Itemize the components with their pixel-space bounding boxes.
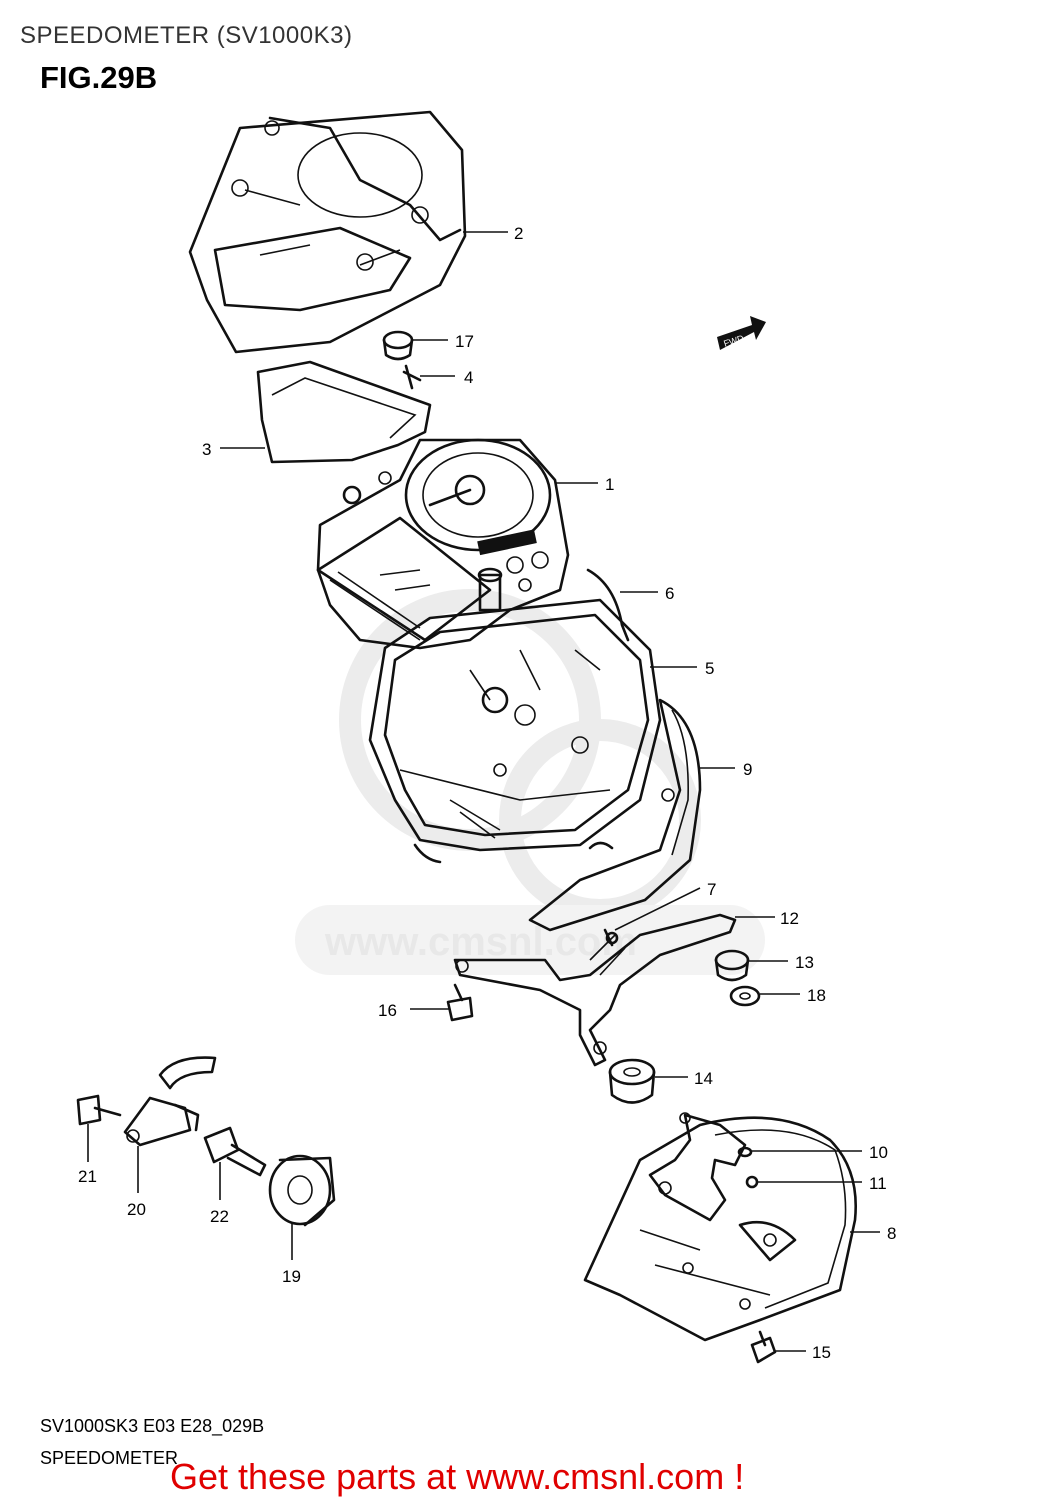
- watermark: www.cmsnl.com: [295, 589, 765, 975]
- part-16-bolt: [446, 983, 474, 1022]
- page-title: SPEEDOMETER (SV1000K3): [20, 22, 353, 49]
- promo-link[interactable]: Get these parts at www.cmsnl.com !: [170, 1456, 745, 1497]
- watermark-text: www.cmsnl.com: [324, 920, 637, 964]
- figure-number: FIG.29B: [40, 60, 158, 95]
- fwd-arrow-icon: FWD: [717, 316, 766, 350]
- part-22-bolt: [203, 1126, 267, 1177]
- part-11-screw: [745, 1175, 759, 1189]
- part-20-speed-sensor: [123, 1056, 217, 1147]
- part-21-bolt: [76, 1094, 122, 1126]
- callout-14: 14: [694, 1069, 713, 1088]
- callout-16: 16: [378, 1001, 397, 1020]
- callout-2: 2: [514, 224, 523, 243]
- callout-6: 6: [665, 584, 674, 603]
- part-4-screw: [402, 364, 422, 390]
- part-6-gasket: [586, 568, 630, 642]
- callout-20: 20: [127, 1200, 146, 1219]
- callout-22: 22: [210, 1207, 229, 1226]
- part-13-grommet: [714, 949, 750, 982]
- part-15-clip: [750, 1330, 777, 1364]
- callout-11: 11: [869, 1174, 887, 1193]
- part-1-speedometer-assembly: [316, 438, 570, 650]
- part-18-spacer: [729, 985, 761, 1007]
- callout-19: 19: [282, 1267, 301, 1286]
- part-7-screw: [603, 928, 619, 947]
- part-2-meter-cover: [188, 110, 467, 354]
- diagram-name: SPEEDOMETER: [40, 1448, 179, 1468]
- part-5-lower-case: [368, 598, 662, 864]
- callout-7: 7: [707, 880, 716, 899]
- callout-17: 17: [455, 332, 474, 351]
- callout-5: 5: [705, 659, 714, 678]
- callout-1: 1: [605, 475, 614, 494]
- part-10-collar: [737, 1146, 753, 1158]
- callout-4: 4: [464, 368, 473, 387]
- callout-3: 3: [202, 440, 211, 459]
- part-17-grommet: [382, 330, 414, 361]
- part-14-cushion: [608, 1058, 656, 1104]
- part-19-rotor: [268, 1154, 336, 1227]
- callout-18: 18: [807, 986, 826, 1005]
- part-12-bracket: [453, 913, 737, 1067]
- part-8-lower-cover: [583, 1112, 857, 1342]
- diagram-code: SV1000SK3 E03 E28_029B: [40, 1416, 265, 1436]
- callout-10: 10: [869, 1143, 888, 1162]
- part-9-case-cover: [528, 698, 702, 932]
- callout-15: 15: [812, 1343, 831, 1362]
- callout-12: 12: [780, 909, 799, 928]
- callout-21: 21: [78, 1167, 97, 1186]
- callout-9: 9: [743, 760, 752, 779]
- part-3-panel: [256, 360, 432, 464]
- callout-8: 8: [887, 1224, 896, 1243]
- callout-13: 13: [795, 953, 814, 972]
- callouts: 2 17 4 3 1 6 5 9 7 12 13 18 16 14 10 11: [78, 224, 896, 1362]
